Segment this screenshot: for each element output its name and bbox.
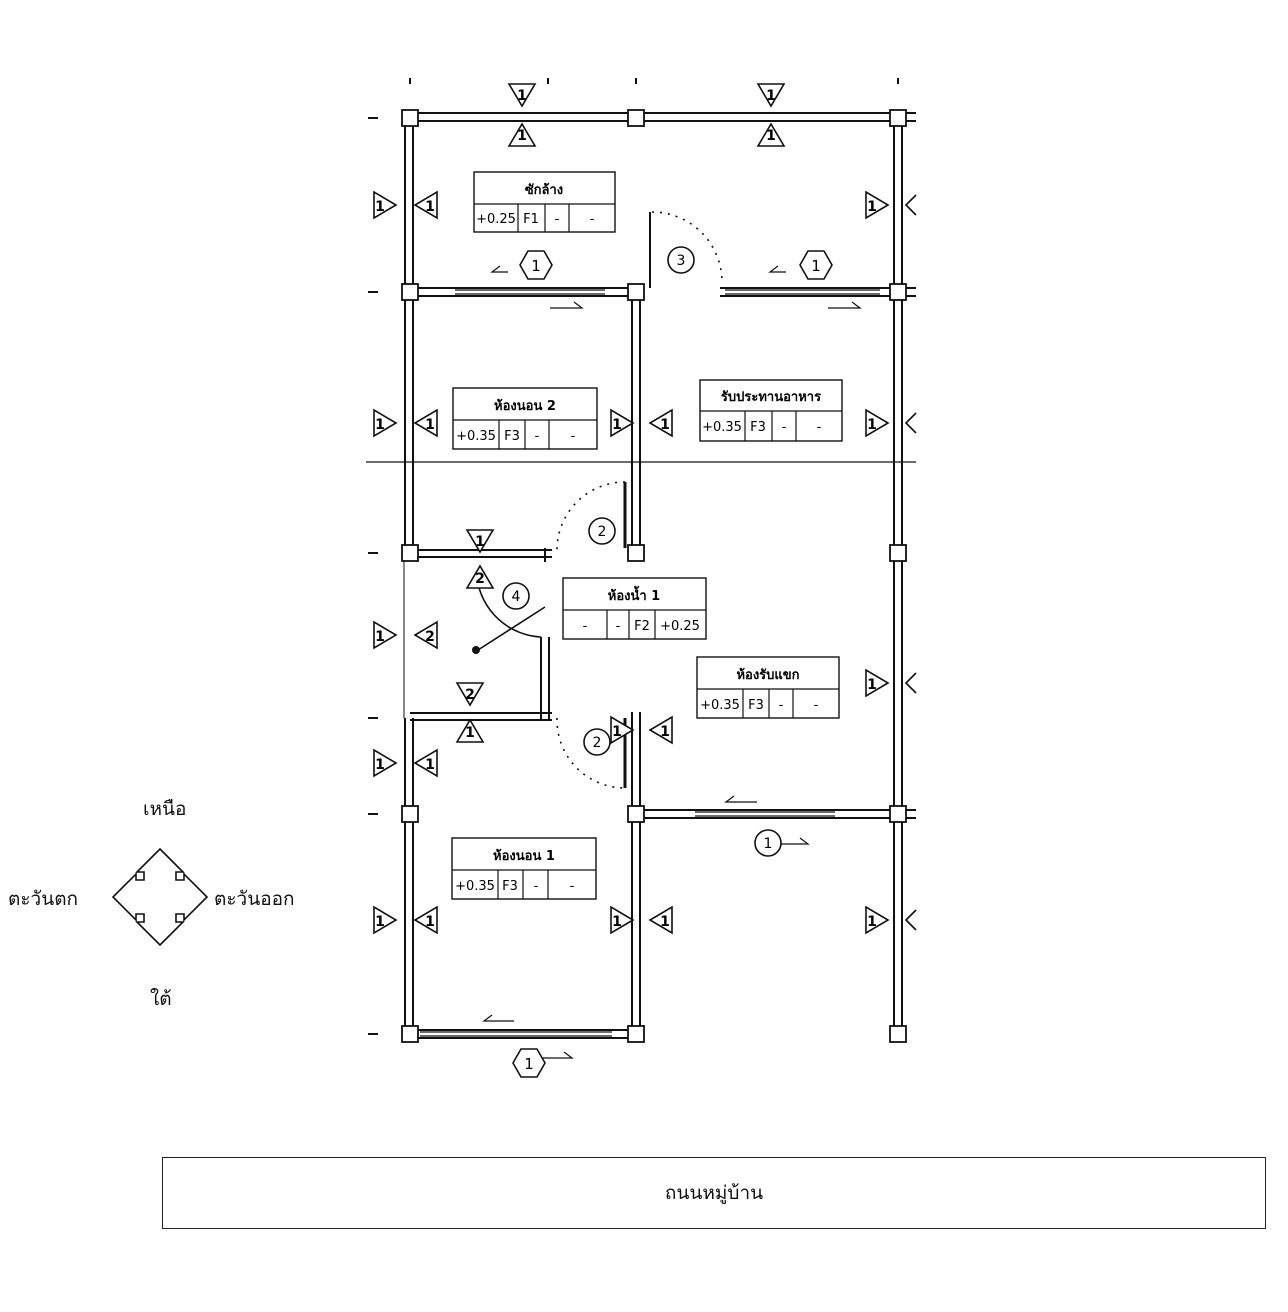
elevation-markers: 1 1 1 1 1 1 1 1 1 1 1 1 1 2 1 2 [373, 83, 917, 934]
room-tag-bedroom1: ห้องนอน 1 +0.35 F3 - - [451, 837, 597, 900]
marker-label: 1 [517, 128, 527, 144]
road-label-box: ถนนหมู่บ้าน [162, 1157, 1266, 1229]
room-tag-bedroom2: ห้องนอน 2 +0.35 F3 - - [452, 387, 598, 450]
room-name: ซักล้าง [525, 182, 563, 198]
marker-label: 1 [867, 199, 877, 215]
marker-label: 1 [375, 199, 385, 215]
marker-label: 2 [425, 629, 435, 645]
marker-label: 1 [612, 417, 622, 433]
compass-north: เหนือ [143, 798, 187, 820]
window-tag-label: 1 [524, 1055, 534, 1073]
svg-text:F3: F3 [750, 420, 766, 435]
compass-east: ตะวันออก [214, 888, 295, 910]
svg-text:-: - [616, 619, 621, 634]
marker-label: 1 [867, 417, 877, 433]
marker-label: 1 [375, 629, 385, 645]
marker-label: 1 [660, 724, 670, 740]
room-name: ห้องรับแขก [736, 667, 799, 683]
svg-text:-: - [534, 879, 539, 894]
room-tag-bathroom1: ห้องน้ำ 1 - - F2 +0.25 [562, 577, 707, 640]
svg-text:-: - [590, 212, 595, 227]
compass-south: ใต้ [150, 988, 172, 1010]
door-tag-label: 2 [593, 735, 602, 751]
svg-text:F3: F3 [502, 879, 518, 894]
door-tags [502, 246, 782, 857]
room-tag-laundry: ซักล้าง +0.25 F1 - - [473, 171, 616, 233]
svg-text:-: - [779, 698, 784, 713]
room-name: ห้องนอน 1 [493, 848, 555, 864]
compass-arrows-icon [111, 847, 209, 947]
svg-text:-: - [782, 420, 787, 435]
marker-label: 1 [375, 914, 385, 930]
marker-label: 1 [425, 199, 435, 215]
svg-text:-: - [555, 212, 560, 227]
window-tags [512, 250, 833, 1078]
marker-label: 1 [612, 724, 622, 740]
room-name: ห้องน้ำ 1 [608, 585, 660, 604]
svg-text:+0.25: +0.25 [660, 619, 700, 634]
svg-text:-: - [817, 420, 822, 435]
marker-label: 1 [660, 914, 670, 930]
marker-label: 2 [465, 687, 475, 703]
svg-text:-: - [583, 619, 588, 634]
compass-west: ตะวันตก [8, 888, 79, 910]
marker-label: 1 [766, 88, 776, 104]
marker-label: 1 [660, 417, 670, 433]
svg-text:F2: F2 [634, 619, 650, 634]
grid-ticks [368, 78, 899, 1035]
marker-label: 1 [425, 914, 435, 930]
marker-label: 1 [517, 88, 527, 104]
room-tag-living: ห้องรับแขก +0.35 F3 - - [696, 656, 840, 719]
marker-label: 1 [465, 725, 475, 741]
road-label: ถนนหมู่บ้าน [664, 1182, 764, 1204]
room-tag-dining: รับประทานอาหาร +0.35 F3 - - [699, 379, 843, 442]
svg-text:-: - [570, 879, 575, 894]
svg-text:F1: F1 [523, 212, 539, 227]
svg-text:F3: F3 [748, 698, 764, 713]
svg-text:+0.35: +0.35 [456, 429, 496, 444]
marker-label: 1 [425, 757, 435, 773]
svg-text:+0.25: +0.25 [476, 212, 516, 227]
svg-text:-: - [571, 429, 576, 444]
svg-text:+0.35: +0.35 [700, 698, 740, 713]
marker-label: 2 [475, 571, 485, 587]
svg-text:F3: F3 [504, 429, 520, 444]
window-tag-label: 1 [811, 257, 821, 275]
marker-label: 1 [867, 914, 877, 930]
marker-label: 1 [375, 417, 385, 433]
room-name: ห้องนอน 2 [494, 398, 556, 414]
marker-label: 1 [766, 128, 776, 144]
door-tag-label: 2 [598, 524, 607, 540]
window-tag-label: 1 [531, 257, 541, 275]
door-tag-label: 3 [677, 253, 686, 269]
marker-label: 1 [425, 417, 435, 433]
svg-text:-: - [535, 429, 540, 444]
marker-label: 1 [612, 914, 622, 930]
marker-label: 1 [375, 757, 385, 773]
marker-label: 1 [475, 534, 485, 550]
room-name: รับประทานอาหาร [721, 390, 821, 405]
windows [420, 265, 880, 1059]
svg-text:+0.35: +0.35 [455, 879, 495, 894]
door-tag-label: 1 [764, 836, 773, 852]
doors [472, 211, 723, 789]
marker-label: 1 [867, 677, 877, 693]
svg-text:+0.35: +0.35 [702, 420, 742, 435]
columns [401, 109, 907, 1043]
svg-text:-: - [814, 698, 819, 713]
door-tag-label: 4 [512, 589, 521, 605]
